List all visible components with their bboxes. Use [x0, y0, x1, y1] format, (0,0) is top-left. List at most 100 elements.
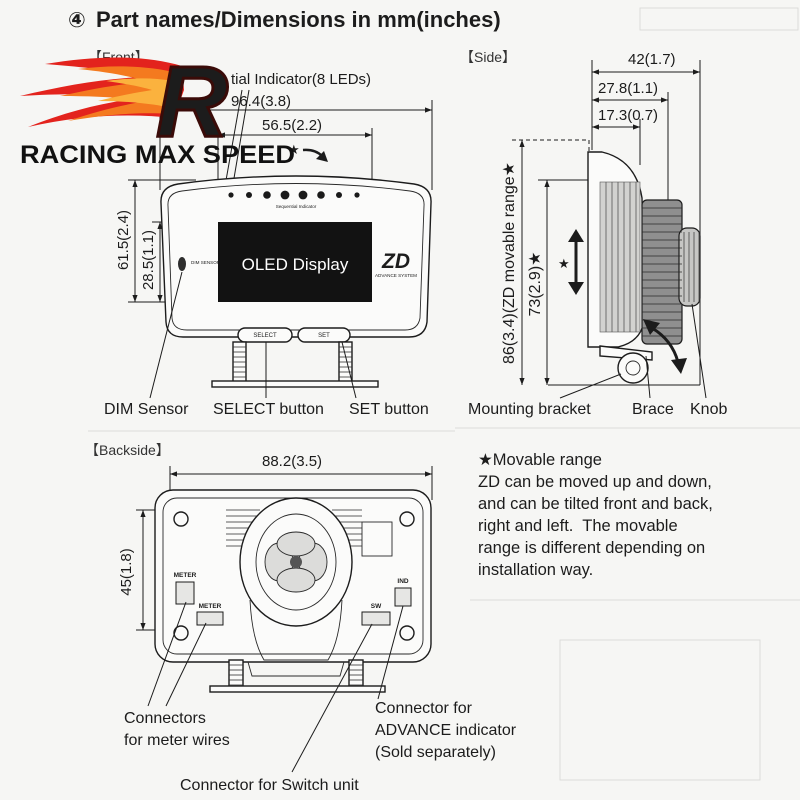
dim-line-back-width: [170, 471, 432, 477]
connector-meter-1-label: METER: [174, 572, 197, 579]
dim-sensor-small-text: DIM SENSOR: [191, 260, 221, 265]
label-advance-3: (Sold separately): [375, 744, 496, 761]
label-select-button: SELECT button: [213, 401, 324, 418]
label-knob: Knob: [690, 401, 727, 418]
dim-line-front-height-total: [132, 180, 138, 302]
dim-side-height-movable: 86(3.4)(ZD movable range★: [501, 162, 518, 364]
advance-indicator-leader: [377, 605, 404, 700]
label-set-button: SET button: [349, 401, 429, 418]
flame-inner: [98, 78, 174, 106]
meter-wires-leader: [147, 601, 187, 707]
indicator-leader: [231, 89, 250, 191]
faint-box: [559, 639, 761, 781]
brace-foot: [617, 352, 649, 384]
connector-meter-2-label: METER: [199, 603, 222, 610]
label-mounting-bracket: Mounting bracket: [468, 401, 591, 418]
front-housing-inner: [167, 183, 425, 331]
faint-box: [639, 7, 799, 31]
movable-range-line: ZD can be moved up and down,: [478, 473, 712, 491]
led-indicator: [263, 191, 271, 199]
dim-front-width-total: 96.4(3.8): [231, 93, 291, 110]
arrowhead: [157, 295, 163, 302]
screw-hole: [399, 625, 415, 641]
dim-line-side-height-bracket: [544, 180, 550, 385]
led-indicator: [336, 192, 342, 198]
label-advance-2: ADVANCE indicator: [375, 722, 517, 739]
front-star: ★: [288, 142, 300, 157]
connector-meter-2: [196, 611, 224, 626]
stand-base: [209, 685, 386, 693]
dim-front-height-display: 28.5(1.1): [140, 230, 157, 290]
arrowhead: [633, 124, 640, 130]
movable-range-note: ★Movable range ZD can be moved up and do…: [478, 451, 713, 579]
racing-max-speed-logo: R RACING MAX SPEED: [20, 45, 295, 169]
page-title: Part names/Dimensions in mm(inches): [96, 7, 501, 32]
label-switch-unit: Connector for Switch unit: [180, 777, 359, 794]
select-button: [237, 327, 293, 343]
movable-range-line: right and left. The movable: [478, 517, 678, 535]
arrowhead: [132, 180, 138, 187]
arrowhead: [140, 623, 146, 630]
arrowhead: [365, 132, 372, 138]
stand-mount: [247, 661, 345, 677]
brace-leader: [645, 355, 651, 399]
movable-range-heading: ★Movable range: [478, 451, 602, 469]
mount-center: [290, 556, 302, 568]
set-button-text: SET: [318, 333, 330, 339]
screw-hole: [399, 511, 415, 527]
mount-neck: [249, 599, 343, 661]
dim-side-depth-total: 42(1.7): [628, 51, 676, 68]
arrowhead: [693, 69, 700, 75]
arrowhead: [157, 222, 163, 229]
dim-line-front-width-display: [218, 132, 372, 138]
label-advance-1: Connector for: [375, 700, 473, 717]
arrowhead: [140, 510, 146, 517]
arrowhead: [132, 295, 138, 302]
side-motion-arrows: ★: [558, 229, 687, 374]
dim-front-width-display: 56.5(2.2): [262, 117, 322, 134]
label-dim-sensor: DIM Sensor: [104, 401, 189, 418]
side-heading: 【Side】: [460, 49, 516, 65]
connector-ind-label: IND: [397, 578, 409, 585]
tilt-arrowhead: [316, 151, 328, 162]
set-button-leader: [341, 341, 357, 399]
brace-foot-inner: [625, 360, 641, 376]
zd-logo-subtext: ADVANCE SYSTEM: [375, 273, 417, 278]
mount-lobe: [276, 531, 316, 557]
dim-sensor-leader: [149, 271, 183, 399]
arrowhead: [544, 180, 550, 187]
label-meter-wires-2: for meter wires: [124, 732, 230, 749]
dim-side-depth-body: 17.3(0.7): [598, 107, 658, 124]
side-extension-lines: [512, 60, 701, 385]
indicator-label: tial Indicator(8 LEDs): [231, 71, 371, 88]
connector-ind: [394, 587, 412, 607]
led-indicator: [298, 190, 308, 200]
movable-range-line: range is different depending on: [478, 539, 705, 557]
tilt-arrowhead: [671, 358, 687, 374]
movable-range-line: installation way.: [478, 561, 593, 579]
dim-side-height-bracket: 73(2.9)★: [527, 251, 544, 316]
bleed-through: [88, 7, 800, 781]
connector-sw: [361, 611, 391, 626]
led-indicator: [354, 192, 360, 198]
arrowhead: [519, 140, 525, 147]
dim-side-depth-mid: 27.8(1.1): [598, 80, 658, 97]
ball-mount-inner: [255, 513, 337, 611]
stand-post: [348, 659, 364, 688]
front-view: Sequential Indicator OLED Display ZD ADV…: [160, 175, 432, 343]
side-view: [548, 151, 701, 386]
dim-back-height: 45(1.8): [118, 548, 135, 596]
dim-line-front-height-display: [157, 222, 163, 302]
side-knob: [678, 227, 701, 307]
led-indicator: [280, 190, 290, 200]
dim-sensor: [178, 257, 186, 271]
movable-range-line: and can be tilted front and back,: [478, 495, 713, 513]
tilt-curved-arrow: [651, 326, 680, 363]
led-row: [228, 190, 360, 200]
side-housing-shade: [599, 181, 641, 333]
arrowhead: [425, 471, 432, 477]
arrowhead: [661, 97, 668, 103]
logo-letter-r: R: [156, 46, 228, 158]
dim-front-height-total: 61.5(2.4): [115, 210, 132, 270]
